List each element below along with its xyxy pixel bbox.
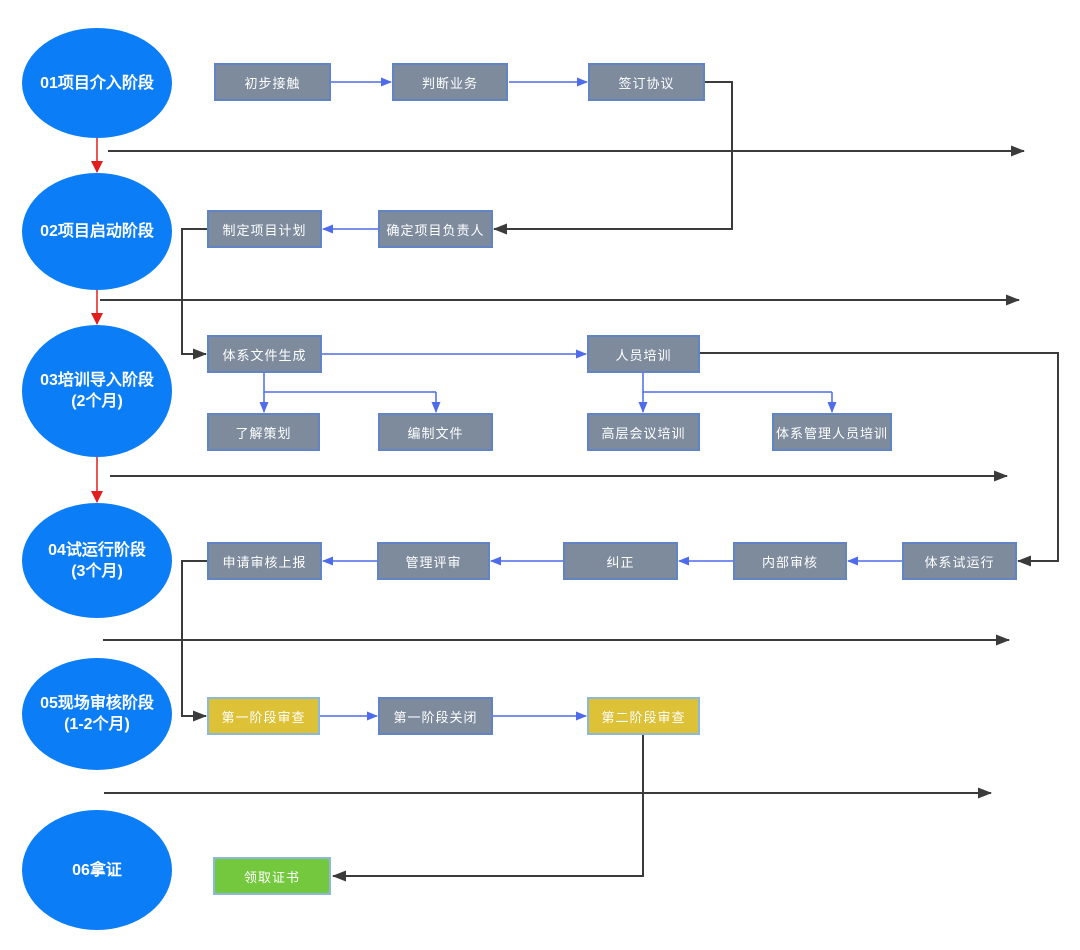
node-confirm-project-leader: 确定项目负责人	[378, 210, 493, 248]
stage-label: 04试运行阶段	[48, 541, 146, 559]
node-label: 申请审核上报	[222, 554, 307, 570]
stage-06-ellipse: 06拿证	[22, 810, 172, 930]
node-label: 初步接触	[244, 75, 301, 91]
node-label: 确定项目负责人	[386, 222, 485, 238]
stage-03-ellipse: 03培训导入阶段 (2个月)	[22, 325, 172, 457]
node-stage1-closure: 第一阶段关闭	[378, 697, 493, 735]
stage-label: 03培训导入阶段	[40, 372, 154, 389]
stage-divider-arrows	[100, 145, 1025, 799]
node-receive-certificate: 领取证书	[213, 857, 331, 895]
node-system-managers-training: 体系管理人员培训	[772, 413, 892, 451]
stage-duration: (1-2个月)	[64, 716, 130, 733]
stage-01-ellipse: 01项目介入阶段	[22, 28, 172, 138]
node-label: 第二阶段审查	[601, 709, 686, 725]
node-label: 判断业务	[421, 75, 478, 91]
node-label: 内部审核	[761, 554, 818, 570]
node-label: 了解策划	[235, 425, 292, 441]
stage-05-ellipse: 05现场审核阶段 (1-2个月)	[22, 658, 172, 770]
node-submit-audit-application: 申请审核上报	[207, 542, 322, 580]
node-label: 制定项目计划	[222, 222, 307, 238]
stage-duration: (3个月)	[71, 562, 123, 580]
node-correction: 纠正	[563, 542, 678, 580]
node-personnel-training: 人员培训	[587, 335, 700, 373]
blue-connectors	[259, 77, 902, 721]
stage-02-ellipse: 02项目启动阶段	[22, 173, 172, 290]
stage-label: 01项目介入阶段	[40, 74, 154, 92]
node-label: 编制文件	[407, 425, 464, 441]
node-label: 纠正	[606, 554, 635, 570]
node-executive-meeting-training: 高层会议培训	[587, 413, 700, 451]
stage-label: 02项目启动阶段	[40, 223, 154, 240]
node-label: 高层会议培训	[601, 425, 686, 441]
node-understand-planning: 了解策划	[207, 413, 320, 451]
node-initial-contact: 初步接触	[214, 63, 331, 101]
node-make-project-plan: 制定项目计划	[207, 210, 322, 248]
node-internal-audit: 内部审核	[733, 542, 847, 580]
node-management-review: 管理评审	[377, 542, 490, 580]
stage-label: 05现场审核阶段	[40, 695, 154, 712]
node-compile-documents: 编制文件	[378, 413, 493, 451]
stage-label: 06拿证	[72, 861, 122, 879]
node-system-trial-run: 体系试运行	[902, 542, 1017, 580]
node-label: 体系文件生成	[222, 347, 307, 363]
stage-duration: (2个月)	[71, 393, 123, 410]
node-stage2-audit: 第二阶段审查	[587, 697, 700, 735]
node-label: 体系管理人员培训	[775, 425, 888, 441]
node-stage1-audit: 第一阶段审查	[207, 697, 320, 735]
node-label: 领取证书	[243, 869, 300, 885]
node-label: 第一阶段关闭	[393, 709, 478, 725]
node-label: 人员培训	[615, 347, 672, 363]
node-sign-agreement: 签订协议	[588, 63, 705, 101]
node-label: 体系试运行	[924, 554, 995, 570]
dark-connectors	[181, 81, 1059, 882]
node-label: 签订协议	[618, 75, 675, 91]
stage-04-ellipse: 04试运行阶段 (3个月)	[22, 503, 172, 618]
node-label: 管理评审	[405, 554, 462, 570]
node-assess-business: 判断业务	[392, 63, 508, 101]
node-system-docs-generation: 体系文件生成	[207, 335, 322, 373]
node-label: 第一阶段审查	[221, 709, 306, 725]
